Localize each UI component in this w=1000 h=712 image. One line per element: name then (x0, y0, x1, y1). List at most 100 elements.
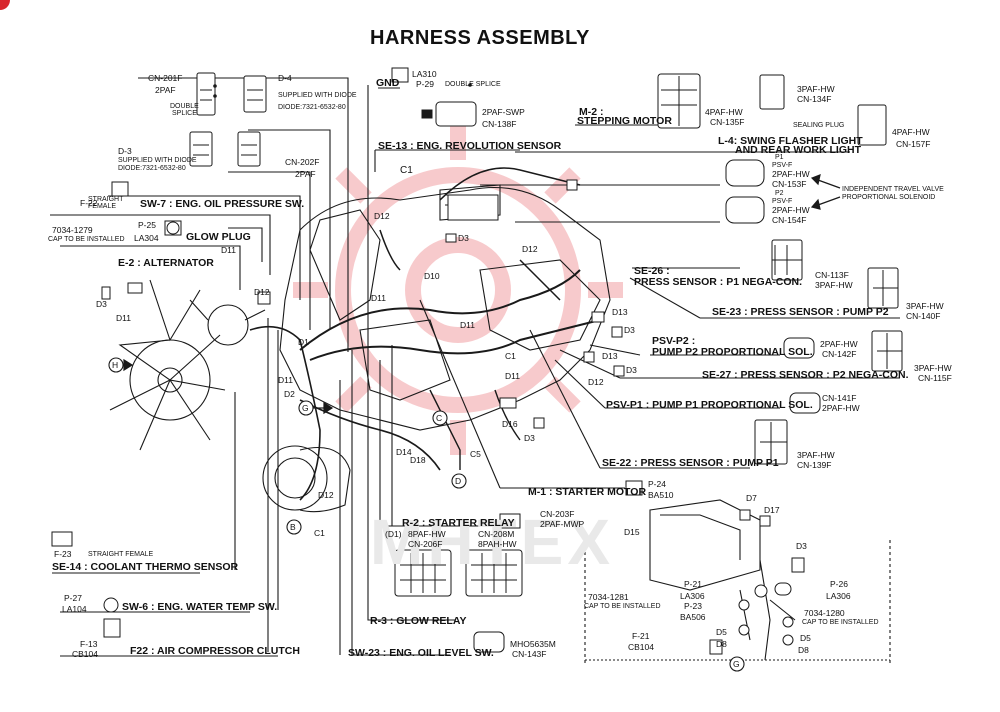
cb104b-label: CB104 (628, 642, 654, 652)
cn140f-type: 3PAF-HW (906, 301, 944, 311)
cn115f-label: CN-115F (918, 373, 952, 383)
p2-label: P2 (775, 190, 784, 197)
f22-label: F-22 (80, 198, 98, 208)
callout-d12-c: D12 (522, 244, 538, 254)
callout-d11-a: D11 (221, 245, 236, 255)
cn142f-type: 2PAF-HW (820, 339, 858, 349)
callout-g-bottom: G (733, 659, 740, 669)
la304-label: LA304 (134, 233, 159, 243)
code-7034-1280: 7034-1280 (804, 608, 845, 618)
callout-d17: D17 (764, 505, 780, 515)
e2-label: E-2 : ALTERNATOR (118, 257, 214, 269)
p1-label: P1 (775, 154, 784, 161)
valve-arrows (110, 174, 841, 415)
cn157f-type: 4PAF-HW (892, 127, 930, 137)
d3-diode: DIODE:7321-6532-80 (118, 165, 186, 172)
la104-label: LA104 (62, 604, 87, 614)
callout-d12-a: D12 (254, 287, 270, 297)
callout-d12-e: D12 (588, 377, 604, 387)
l4-label: L-4: SWING FLASHER LIGHT (718, 135, 863, 147)
callout-d3-d: D3 (624, 325, 635, 335)
p26-label: P-26 (830, 579, 848, 589)
straight-female-2: STRAIGHT FEMALE (88, 551, 154, 558)
proportional-label: PROPORTIONAL SOLENOID (842, 194, 936, 201)
splice-dots (213, 83, 472, 98)
straight-female-label: STRAIGHT (88, 196, 124, 203)
double-splice-p29: DOUBLE SPLICE (445, 81, 501, 88)
cn135f-type: 4PAF-HW (705, 107, 743, 117)
connectors (51, 67, 903, 655)
callout-d11-f: D11 (505, 371, 520, 381)
cn154f-type: 2PAF-HW (772, 205, 810, 215)
bolts (101, 233, 805, 646)
cn153f-label: CN-153F (772, 179, 807, 189)
code-7034-1281: 7034-1281 (588, 592, 629, 602)
callout-d12-d: D12 (318, 490, 334, 500)
se26-label: SE-26 : (634, 265, 670, 277)
callout-h: H (112, 360, 119, 370)
cn141f-label: CN-141F (822, 393, 857, 403)
sw6-label: SW-6 : ENG. WATER TEMP SW. (122, 601, 278, 613)
callout-c-circle: C (436, 413, 443, 423)
cn208m-type: 8PAH-HW (478, 539, 517, 549)
cn139f-type: 3PAF-HW (797, 450, 835, 460)
glow-plug-label: GLOW PLUG (186, 231, 251, 243)
callout-g-arrow: G (302, 403, 309, 413)
cn138f-label: CN-138F (482, 119, 517, 129)
cn139f-label: CN-139F (797, 460, 832, 470)
stepping-motor-label: STEPPING MOTOR (577, 115, 672, 127)
callout-d13-b: D13 (602, 351, 618, 361)
cn202f-label: CN-202F (285, 157, 320, 167)
p25-label: P-25 (138, 220, 156, 230)
f22b-label: F22 : AIR COMPRESSOR CLUTCH (130, 645, 300, 657)
callout-d3-e: D3 (626, 365, 637, 375)
callout-d10: D10 (424, 271, 440, 281)
cn206f-label: CN-206F (408, 539, 443, 549)
r3-label: R-3 : GLOW RELAY (370, 615, 467, 627)
circle-letters (108, 357, 745, 672)
cn138f-type: 2PAF-SWP (482, 107, 525, 117)
cn201f-label: CN-201F (148, 73, 183, 83)
callout-d18: D18 (410, 455, 426, 465)
page-title: HARNESS ASSEMBLY (370, 27, 590, 49)
f23-label: F-23 (54, 549, 72, 559)
callout-d11-d: D11 (278, 375, 293, 385)
double-splice-1: DOUBLE (170, 103, 199, 110)
cn203f-label: CN-203F (540, 509, 575, 519)
m2-label: M-2 : (579, 106, 604, 118)
cn153f-type: 2PAF-HW (772, 169, 810, 179)
cn115f-type: 3PAF-HW (914, 363, 952, 373)
callout-d14: D14 (396, 447, 412, 457)
psvp1-label: PSV-P1 : PUMP P1 PROPORTIONAL SOL. (606, 399, 813, 411)
psvp2-label-b: PUMP P2 PROPORTIONAL SOL. (652, 346, 813, 358)
code-7034-1279: 7034-1279 (52, 225, 93, 235)
callout-d8-b: D8 (798, 645, 809, 655)
se26-label-b: PRESS SENSOR : P1 NEGA-CON. (634, 276, 803, 288)
double-splice-2: SPLICE (172, 110, 197, 117)
se14-label: SE-14 : COOLANT THERMO SENSOR (52, 561, 239, 573)
callout-d12-b: D12 (374, 211, 390, 221)
cn201f-type: 2PAF (155, 85, 176, 95)
la310-label: LA310 (412, 69, 437, 79)
p21-label: P-21 (684, 579, 702, 589)
cn202f-type: 2PAF (295, 169, 316, 179)
callout-d11-c: D11 (371, 293, 386, 303)
callout-d1: D1 (298, 337, 309, 347)
cn134f-label: CN-134F (797, 94, 832, 104)
d3-supplied: SUPPLIED WITH DIODE (118, 157, 197, 164)
cn113f-type: 3PAF-HW (815, 280, 853, 290)
cn203f-type: 2PAF-MWP (540, 519, 585, 529)
cap-installed-3: CAP TO BE INSTALLED (802, 619, 879, 626)
m1-label: M-1 : STARTER MOTOR (528, 486, 647, 498)
cn206f-type: 8PAF-HW (408, 529, 446, 539)
watermark-gear (293, 125, 623, 455)
l4-label-b: AND REAR WORK LIGHT (735, 144, 861, 156)
sealing-plug-label: SEALING PLUG (793, 122, 845, 129)
psvf-label: PSV-F (772, 162, 793, 169)
sw23-label: SW-23 : ENG. OIL LEVEL SW. (348, 647, 494, 659)
d3-label: D-3 (118, 146, 132, 156)
se22-label: SE-22 : PRESS SENSOR : PUMP P1 (602, 457, 779, 469)
cn134f-type: 3PAF-HW (797, 84, 835, 94)
callout-d5-a: D5 (716, 627, 727, 637)
